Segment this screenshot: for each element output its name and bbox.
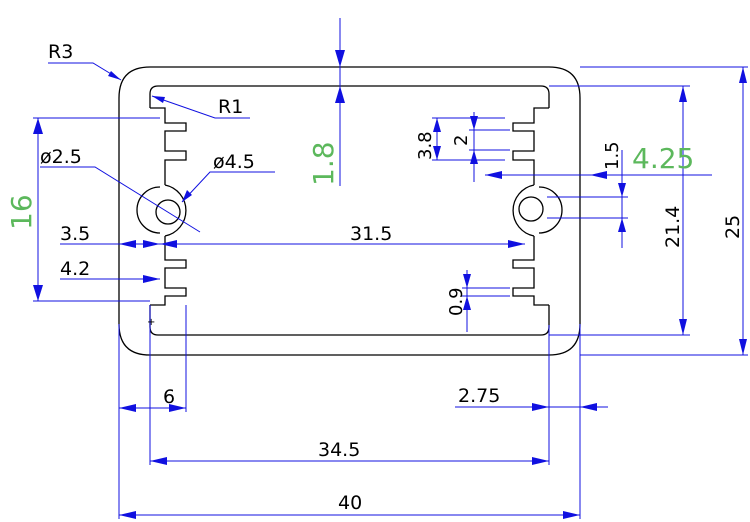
arrow-d25-bottom bbox=[739, 339, 747, 355]
arrow-d4-25-left bbox=[485, 171, 502, 179]
arrow-d2-bottom bbox=[470, 150, 478, 164]
label-d1-5: 1.5 bbox=[602, 141, 623, 170]
label-d1-8: 1.8 bbox=[307, 141, 340, 186]
right-slot-rail bbox=[512, 107, 549, 306]
dimension-labels: R3 R1 ø2.5 ø4.5 3.5 4.2 31.5 1.8 16 3.8 … bbox=[5, 41, 744, 514]
label-dia-large: ø4.5 bbox=[213, 151, 255, 173]
label-d40: 40 bbox=[338, 492, 362, 514]
arrow-d3-5-left bbox=[119, 240, 136, 248]
arrow-d1-5-top bbox=[618, 183, 626, 197]
label-d34-5: 34.5 bbox=[318, 439, 360, 461]
left-screw-channel-inner bbox=[136, 186, 161, 234]
arrow-r1 bbox=[152, 96, 165, 103]
r1-leader bbox=[151, 95, 250, 119]
label-d31-5: 31.5 bbox=[350, 223, 392, 245]
outer-contour bbox=[118, 66, 581, 356]
arrow-d40-right bbox=[563, 511, 580, 519]
arrow-d31-5-right bbox=[508, 240, 525, 248]
arrow-d34-5-right bbox=[532, 457, 549, 465]
inner-top-wall bbox=[149, 85, 550, 108]
inner-bottom-wall bbox=[149, 305, 550, 336]
arrow-d34-5-left bbox=[150, 457, 167, 465]
arrow-d40-left bbox=[119, 511, 136, 519]
arrow-d2-75-left bbox=[532, 403, 549, 411]
left-slot-rail bbox=[150, 107, 187, 306]
arrow-d6-left bbox=[119, 404, 136, 412]
arrow-d0-9-top bbox=[463, 274, 471, 288]
label-r3: R3 bbox=[48, 41, 73, 63]
dia-small-leader bbox=[40, 166, 201, 233]
arrow-d3-8-bottom bbox=[433, 146, 441, 160]
arrow-d31-5-left bbox=[160, 240, 177, 248]
arrow-d0-9-bottom bbox=[463, 296, 471, 310]
label-d4-2: 4.2 bbox=[60, 258, 90, 280]
dimension-arrowheads bbox=[33, 50, 747, 519]
arrow-d6-right bbox=[169, 404, 186, 412]
label-d6: 6 bbox=[163, 386, 175, 408]
label-d2-75: 2.75 bbox=[458, 385, 500, 407]
label-d2: 2 bbox=[451, 135, 472, 146]
arrow-dia-large bbox=[182, 190, 192, 202]
arrow-d2-75-right bbox=[580, 403, 597, 411]
dia-large-leader bbox=[181, 171, 275, 203]
arrow-d1-5-bottom bbox=[618, 218, 626, 232]
dimension-lines bbox=[33, 18, 748, 519]
arrow-d2-top bbox=[470, 116, 478, 130]
label-d25: 25 bbox=[722, 215, 744, 239]
right-screw-hole bbox=[518, 196, 544, 222]
label-d16: 16 bbox=[5, 194, 38, 230]
origin-marker: + bbox=[147, 317, 155, 328]
left-screw-channel bbox=[164, 184, 187, 237]
arrow-d4-2 bbox=[143, 275, 160, 283]
label-r1: R1 bbox=[218, 96, 243, 118]
label-d0-9: 0.9 bbox=[446, 287, 467, 316]
right-screw-channel bbox=[512, 184, 535, 237]
r3-leader bbox=[48, 62, 122, 81]
arrow-d1-8-top bbox=[335, 50, 345, 67]
arrow-d4-25-right bbox=[590, 171, 607, 179]
arrow-r3 bbox=[108, 71, 121, 80]
label-d3-8: 3.8 bbox=[415, 131, 436, 160]
profile-outline bbox=[118, 66, 581, 356]
arrow-d16-bottom bbox=[33, 285, 43, 301]
label-dia-small: ø2.5 bbox=[40, 146, 82, 168]
label-d3-5: 3.5 bbox=[60, 223, 90, 245]
arrow-d3-8-top bbox=[433, 118, 441, 132]
right-screw-channel-inner bbox=[538, 186, 563, 234]
arrow-d25-top bbox=[739, 67, 747, 83]
label-d21-4: 21.4 bbox=[662, 206, 684, 248]
arrow-d16-top bbox=[33, 118, 43, 134]
left-screw-hole bbox=[155, 199, 181, 225]
arrow-d1-8-bottom bbox=[335, 86, 345, 103]
label-d4-25: 4.25 bbox=[632, 142, 694, 175]
arrow-d21-4-bottom bbox=[679, 319, 687, 335]
arrow-d21-4-top bbox=[679, 86, 687, 102]
arrow-d3-5-right bbox=[143, 240, 160, 248]
